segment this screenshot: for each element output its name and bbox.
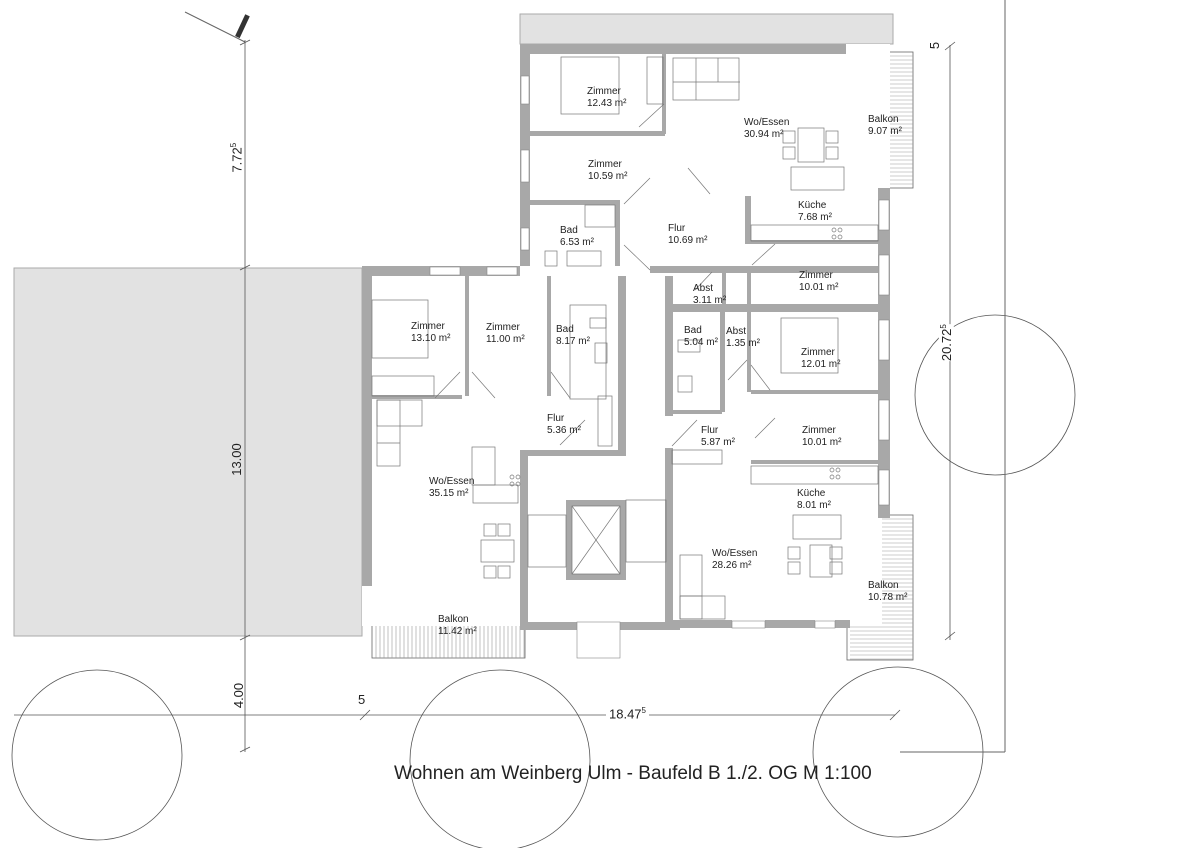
room-name: Wo/Essen [712, 548, 758, 559]
dimension-right-top-small: 5 [927, 42, 942, 49]
room-name: Zimmer [486, 322, 520, 333]
room-name: Bad [560, 225, 578, 236]
room-area: 12.43 m² [587, 98, 627, 109]
tree [409, 669, 591, 848]
room-name: Zimmer [411, 321, 445, 332]
room-area: 12.01 m² [801, 359, 841, 370]
room-name: Wo/Essen [429, 476, 475, 487]
dimension-sup: 5 [938, 324, 948, 329]
dimension-value: 4.00 [231, 682, 247, 709]
furniture [371, 56, 879, 620]
room-name: Zimmer [802, 425, 836, 436]
room-area: 8.17 m² [556, 336, 590, 347]
dimension-left-top: 7.725 [229, 143, 244, 173]
room-area: 7.68 m² [798, 212, 832, 223]
room-name: Zimmer [799, 270, 833, 281]
room-name: Zimmer [588, 159, 622, 170]
room-name: Flur [547, 413, 565, 424]
room-area: 11.00 m² [486, 334, 525, 345]
room-area: 13.10 m² [411, 333, 451, 344]
room-area: 9.07 m² [868, 126, 902, 137]
north-marker [235, 14, 250, 39]
room-area: 10.01 m² [799, 282, 839, 293]
room-area: 35.15 m² [429, 488, 469, 499]
dimension-sup: 5 [641, 706, 646, 715]
neighbor-building-top [519, 13, 894, 45]
room-area: 10.78 m² [868, 592, 908, 603]
dimension-value: 5 [927, 41, 943, 50]
dimension-right-height: 20.725 [938, 324, 955, 362]
room-area: 5.36 m² [547, 425, 581, 436]
dimension-value: 5 [358, 692, 366, 707]
room-name: Zimmer [587, 86, 621, 97]
dimension-value: 7.72 [229, 147, 245, 173]
room-name: Abst [693, 283, 714, 294]
trees [11, 314, 1076, 848]
room-area: 3.11 m² [693, 295, 727, 306]
dimension-value: 18.47 [609, 706, 642, 722]
neighbor-building-left [13, 267, 363, 637]
room-name: Abst [726, 326, 747, 337]
room-name: Balkon [868, 580, 899, 591]
room-area: 10.69 m² [668, 235, 708, 246]
room-area: 28.26 m² [712, 560, 752, 571]
room-name: Balkon [438, 614, 469, 625]
dimension-bottom-small: 5 [358, 692, 365, 707]
room-area: 8.01 m² [797, 500, 831, 511]
room-area: 30.94 m² [744, 129, 784, 140]
dimension-left-bottom: 4.00 [231, 683, 246, 708]
room-name: Küche [798, 200, 827, 211]
room-name: Zimmer [801, 347, 835, 358]
tree [914, 314, 1076, 476]
dimension-sup: 5 [229, 142, 239, 148]
room-area: 10.59 m² [588, 171, 628, 182]
dimension-value: 20.72 [939, 328, 955, 362]
dimension-left-middle: 13.00 [229, 443, 244, 476]
room-name: Wo/Essen [744, 117, 790, 128]
room-area: 10.01 m² [802, 437, 842, 448]
room-area: 11.42 m² [438, 626, 477, 637]
plan-title: Wohnen am Weinberg Ulm - Baufeld B 1./2.… [394, 763, 872, 784]
dimension-bottom-width: 18.475 [606, 706, 649, 722]
room-name: Bad [556, 324, 574, 335]
windows [429, 75, 890, 659]
room-area: 5.87 m² [701, 437, 735, 448]
dimension-value: 13.00 [228, 443, 244, 476]
room-name: Bad [684, 325, 702, 336]
tree [11, 669, 183, 841]
room-area: 1.35 m² [726, 338, 760, 349]
room-name: Balkon [868, 114, 899, 125]
room-name: Flur [668, 223, 686, 234]
room-area: 5.04 m² [684, 337, 718, 348]
site-boundary [184, 0, 1006, 753]
room-area: 6.53 m² [560, 237, 594, 248]
room-name: Küche [797, 488, 826, 499]
room-name: Flur [701, 425, 719, 436]
